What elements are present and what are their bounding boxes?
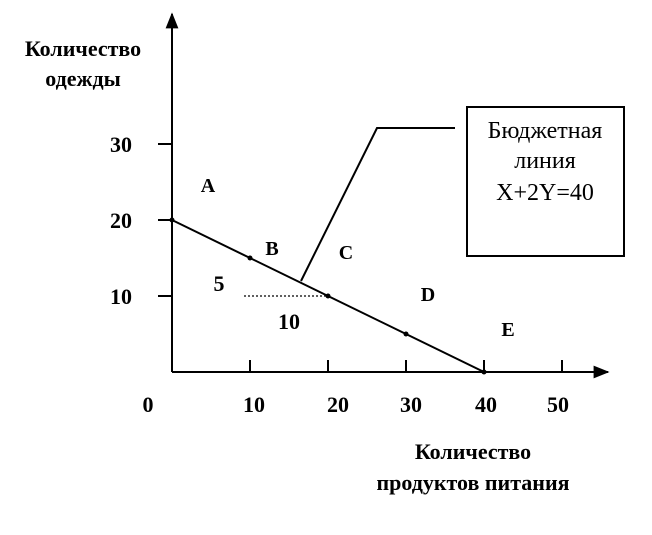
x-axis-label-line1: Количество (415, 439, 531, 464)
point-A (169, 217, 175, 223)
point-label-D: D (421, 284, 435, 306)
point-label-B: B (265, 238, 278, 260)
x-tick-label-10: 10 (243, 392, 265, 417)
callout-leader-line (300, 127, 455, 282)
x-axis-label-line2: продуктов питания (376, 470, 569, 495)
point-label-C: C (339, 242, 353, 264)
y-tick-label-10: 10 (110, 284, 132, 309)
x-tick-label-40: 40 (475, 392, 497, 417)
point-label-E: E (501, 319, 514, 341)
callout-line3: X+2Y=40 (496, 180, 594, 206)
point-D (403, 331, 409, 337)
y-tick-label-30: 30 (110, 132, 132, 157)
origin-label: 0 (143, 392, 154, 417)
x-tick-label-30: 30 (400, 392, 422, 417)
budget-point-labels: A B C D E (201, 175, 515, 341)
x-tick-label-50: 50 (547, 392, 569, 417)
slope-rise-label: 5 (214, 271, 225, 296)
y-tick-label-20: 20 (110, 208, 132, 233)
point-E (481, 369, 487, 375)
y-axis-label-line2: одежды (45, 66, 121, 91)
callout-line1: Бюджетная (488, 118, 603, 144)
slope-run-label: 10 (278, 309, 300, 334)
callout-line2: линия (514, 148, 576, 174)
y-axis-label-line1: Количество (25, 36, 141, 61)
point-B (247, 255, 253, 261)
point-label-A: A (201, 175, 216, 197)
x-tick-label-20: 20 (327, 392, 349, 417)
budget-points (169, 217, 487, 375)
point-C (325, 293, 331, 299)
callout-box (466, 106, 625, 257)
